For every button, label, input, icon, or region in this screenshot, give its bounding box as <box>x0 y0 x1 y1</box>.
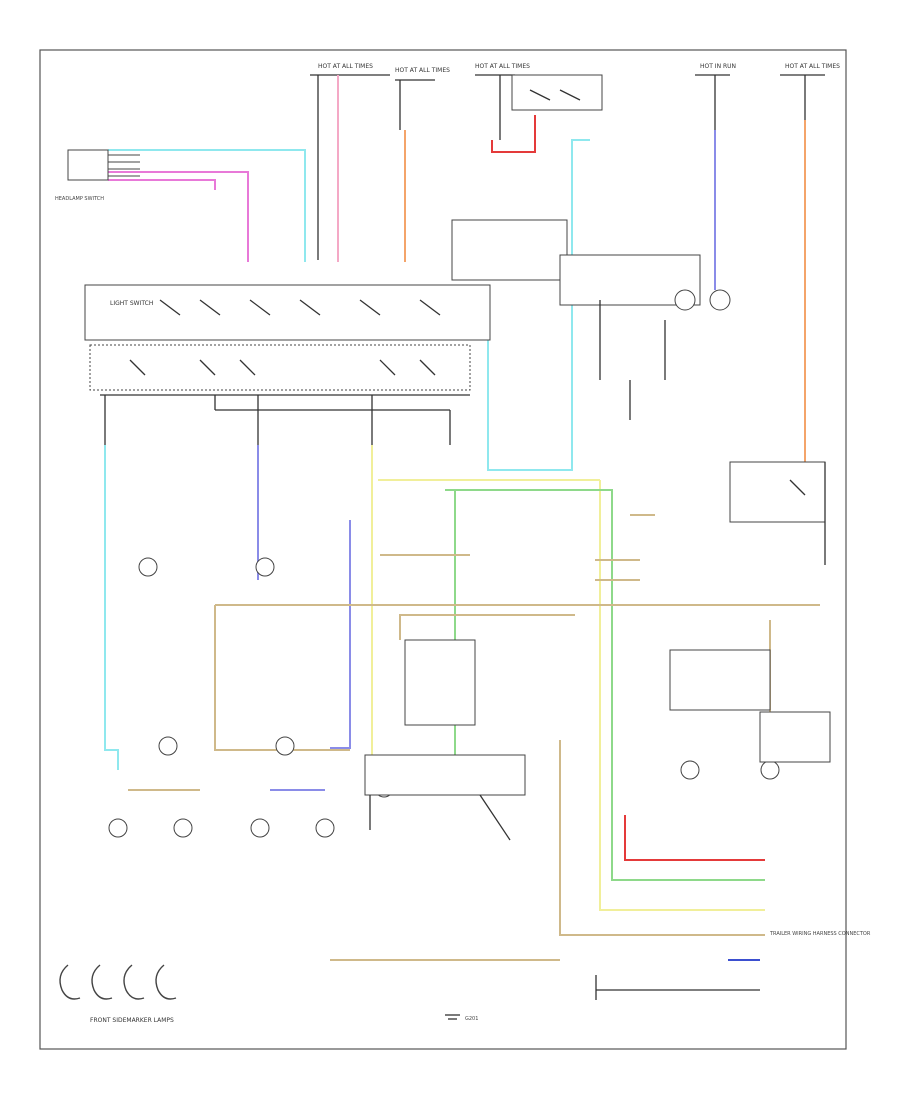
lamp-bulb-10 <box>680 760 700 780</box>
sidemarker-lamp-0 <box>59 964 81 1000</box>
trailer-connector <box>595 975 760 1000</box>
wire-blue-11 <box>330 520 351 749</box>
right-components <box>451 219 826 565</box>
label-top-fuse-2: HOT AT ALL TIMES <box>395 67 450 74</box>
lamp-bulb-3 <box>275 736 295 756</box>
label-bottom-left: FRONT SIDEMARKER LAMPS <box>90 1017 174 1024</box>
lamp-bulb-7 <box>315 818 335 838</box>
wire-light_blue-2 <box>104 445 119 770</box>
lamp-bulb-1 <box>255 557 275 577</box>
wire-green-18 <box>445 489 765 881</box>
label-left-stack: HEADLAMP SWITCH <box>55 196 104 202</box>
switch-block <box>84 284 491 445</box>
wire-magenta-4 <box>108 171 249 262</box>
wire-light_blue-0 <box>108 149 306 262</box>
sidemarker-lamp-1 <box>91 964 113 1000</box>
label-top-fuse-5: HOT AT ALL TIMES <box>785 63 840 70</box>
lamp-bulb-11 <box>760 760 780 780</box>
label-trailer: TRAILER WIRING HARNESS CONNECTOR <box>769 931 871 937</box>
wire-magenta-5 <box>108 179 216 190</box>
sidemarker-lamp-2 <box>123 964 145 1000</box>
label-ground: G201 <box>465 1016 478 1022</box>
wire-red-8 <box>491 115 536 153</box>
mid-components <box>364 639 831 841</box>
wire-tan-21 <box>214 605 350 751</box>
label-switch-block: LIGHT SWITCH <box>110 300 153 307</box>
ground-symbol <box>445 1014 460 1020</box>
wire-tan-28 <box>559 740 765 936</box>
wire-light_blue-1 <box>487 139 590 471</box>
label-top-fuse-3: HOT AT ALL TIMES <box>475 63 530 70</box>
sidemarker-lamps <box>59 964 177 1000</box>
left-input-stack <box>67 149 140 181</box>
label-top-fuse-1: HOT AT ALL TIMES <box>318 63 373 70</box>
sidemarker-lamp-3 <box>155 964 177 1000</box>
lamp-bulb-4 <box>108 818 128 838</box>
wire-red-9 <box>624 815 765 861</box>
label-top-fuse-4: HOT IN RUN <box>700 63 736 70</box>
lamp-bulb-6 <box>250 818 270 838</box>
wire-tan-27 <box>399 614 575 640</box>
diagram-border <box>39 49 847 1050</box>
lamp-bulb-5 <box>173 818 193 838</box>
top-fuse-feeds <box>310 74 825 260</box>
lamp-bulb-0 <box>138 557 158 577</box>
wire-yellow-17 <box>599 480 765 911</box>
lamp-bulb-2 <box>158 736 178 756</box>
